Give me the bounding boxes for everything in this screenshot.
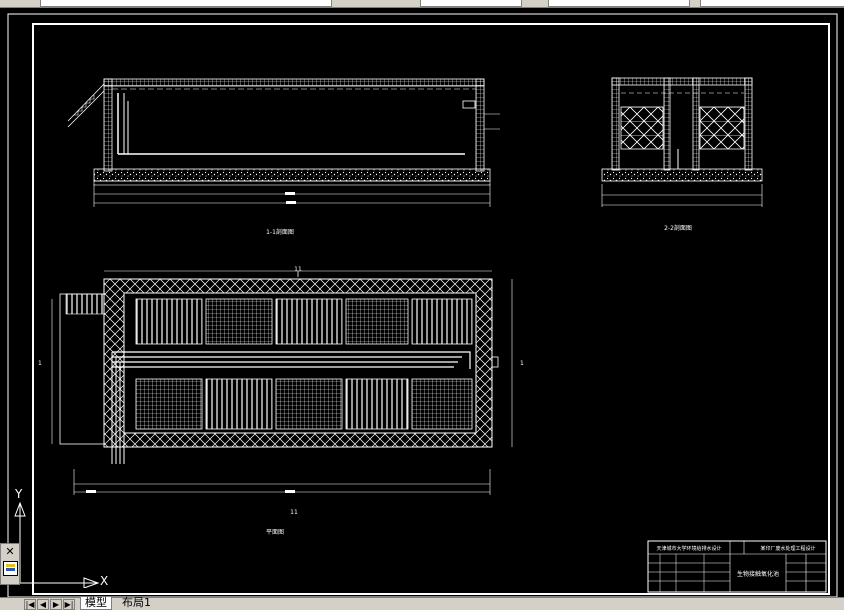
title-block	[647, 540, 827, 593]
section-2-2-label: 2-2剖面图	[664, 224, 692, 232]
tab-model[interactable]: 模型	[80, 597, 112, 610]
cad-model-space[interactable]: 1-1剖面图 2-2剖面图	[0, 9, 844, 598]
plan-drawing	[51, 270, 513, 495]
close-icon[interactable]: ✕	[5, 545, 15, 558]
ucs-x-label: X	[100, 574, 109, 588]
title-block-school: 天津城市大学环境给排水设计	[656, 545, 721, 552]
style-dropdown[interactable]	[420, 0, 522, 7]
section-2-2-drawing	[601, 77, 763, 207]
ucs-y-label: Y	[15, 487, 23, 501]
last-tab-button[interactable]: ▶|	[63, 599, 75, 610]
plan-dim-top: 11	[294, 266, 302, 273]
sheet-inner-border	[32, 23, 830, 595]
title-block-project: 某印厂废水处理工程设计	[760, 545, 815, 552]
plan-dim-bottom: 11	[290, 509, 298, 516]
prev-tab-button[interactable]: ◀	[37, 599, 49, 610]
layer-dropdown[interactable]	[40, 0, 332, 7]
plan-dim-right: 1	[520, 360, 524, 367]
plan-label: 平面图	[266, 529, 284, 536]
layout-tab-bar: |◀ ◀ ▶ ▶| 模型 布局1	[0, 597, 844, 610]
properties-panel: ✕	[0, 543, 20, 585]
cad-toolbar	[0, 0, 844, 8]
lineweight-dropdown[interactable]	[700, 0, 844, 7]
cad-drawing: 1-1剖面图 2-2剖面图	[7, 13, 838, 598]
section-1-1-drawing	[67, 78, 500, 207]
plan-dim-left: 1	[38, 360, 42, 367]
tab-layout1[interactable]: 布局1	[122, 596, 151, 609]
next-tab-button[interactable]: ▶	[50, 599, 62, 610]
linetype-dropdown[interactable]	[548, 0, 690, 7]
first-tab-button[interactable]: |◀	[24, 599, 36, 610]
palette-icon[interactable]	[3, 561, 18, 576]
title-block-drawing-name: 生物接触氧化池	[737, 570, 779, 578]
section-1-1-label: 1-1剖面图	[266, 228, 294, 236]
